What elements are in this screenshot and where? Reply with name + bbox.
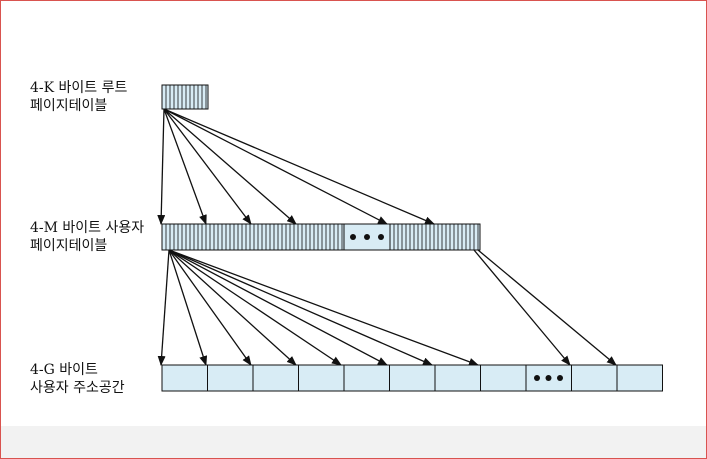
pointer-arrow — [168, 249, 252, 366]
address-space-page — [343, 364, 390, 392]
pointer-arrow — [168, 249, 342, 366]
address-space-page — [434, 364, 481, 392]
user-page-table-label-line2: 페이지테이블 — [30, 238, 108, 254]
ellipsis-dot — [545, 375, 552, 381]
pointer-arrow — [168, 249, 208, 366]
pointer-arrow — [157, 108, 166, 225]
pointer-arrow — [163, 108, 388, 225]
pointer-arrow — [477, 249, 617, 366]
pointer-arrow — [473, 249, 571, 366]
address-space-page — [480, 364, 527, 392]
address-space-page — [252, 364, 299, 392]
user-address-space-label: 4-G 바이트 사용자 주소공간 — [30, 361, 125, 397]
pointer-arrow — [168, 249, 433, 366]
pointer-arrow — [168, 249, 388, 366]
address-space-page — [207, 364, 254, 392]
user-address-space-label-line1: 4-G 바이트 — [30, 362, 98, 378]
pointer-arrow — [168, 249, 297, 366]
pointer-arrow — [168, 249, 479, 366]
user-page-table-label: 4-M 바이트 사용자 페이지테이블 — [30, 219, 144, 255]
ellipsis-dot — [350, 234, 356, 240]
pointer-arrow — [157, 249, 170, 366]
ellipsis-dot — [534, 375, 540, 381]
address-space-page — [161, 364, 208, 392]
root-page-table — [161, 84, 209, 110]
pointer-arrow — [163, 108, 435, 225]
user-page-table-label-line1: 4-M 바이트 사용자 — [30, 220, 145, 236]
user-page-table — [161, 223, 481, 251]
address-space-page — [298, 364, 345, 392]
root-page-table-label: 4-K 바이트 루트 페이지테이블 — [30, 79, 127, 115]
footer-band — [1, 426, 706, 458]
ellipsis-dot — [378, 234, 384, 240]
ellipsis-dot — [364, 234, 370, 240]
ellipsis-dot — [557, 375, 563, 381]
pointer-arrow — [163, 108, 207, 225]
root-page-table-box — [161, 84, 209, 110]
address-space-page — [571, 364, 618, 392]
pointer-arrow — [163, 108, 252, 225]
address-space-page — [616, 364, 663, 392]
root-page-table-label-line1: 4-K 바이트 루트 — [30, 80, 128, 96]
user-address-space-label-line2: 사용자 주소공간 — [30, 380, 125, 396]
user-address-space — [161, 364, 663, 392]
root-page-table-label-line2: 페이지테이블 — [30, 98, 108, 114]
pointer-arrows — [157, 108, 617, 366]
address-space-page — [389, 364, 436, 392]
pointer-arrow — [163, 108, 297, 225]
user-page-table-box — [161, 223, 481, 251]
